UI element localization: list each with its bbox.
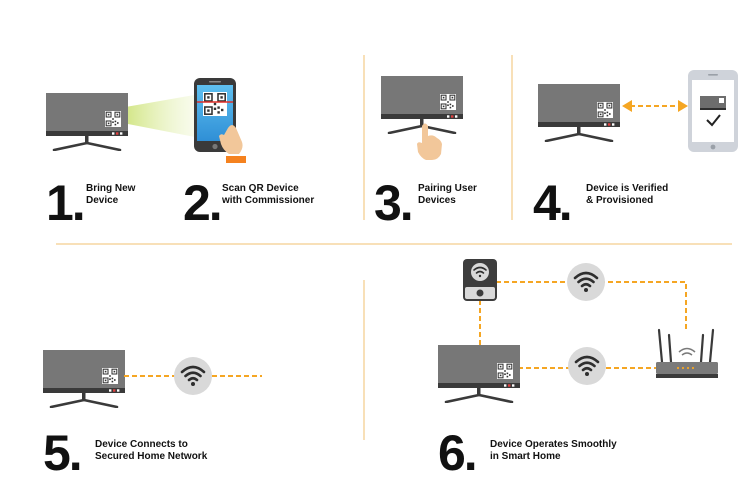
step-6-illustration — [438, 259, 718, 402]
step-4-label: Device is Verified & Provisioned — [586, 183, 668, 207]
step-5-label: Device Connects to Secured Home Network — [95, 439, 207, 463]
step-3-number: 3. — [374, 175, 414, 231]
step-2-label-line-2: with Commissioner — [222, 195, 315, 206]
step-5-label-line-2: Secured Home Network — [95, 451, 208, 462]
monitor-icon — [438, 345, 520, 402]
step-3-illustration — [381, 76, 463, 160]
step-1-label-line-1: Bring New — [86, 183, 136, 194]
double-arrow — [622, 100, 688, 112]
wifi-icon — [566, 262, 606, 302]
step-6-label-line-1: Device Operates Smoothly — [490, 439, 617, 450]
checkmark-icon — [706, 114, 721, 127]
security-camera-icon — [463, 259, 497, 301]
step-2-number: 2. — [183, 175, 223, 231]
step-6-number: 6. — [438, 425, 478, 481]
step-4-illustration — [538, 70, 738, 152]
step-2-label-line-1: Scan QR Device — [222, 183, 299, 194]
step-6-label-line-2: in Smart Home — [490, 451, 561, 462]
step-2-label: Scan QR Device with Commissioner — [222, 183, 314, 207]
wifi-icon — [567, 346, 607, 386]
step-3-label: Pairing User Devices — [418, 183, 477, 207]
qr-code-icon — [203, 92, 227, 116]
wifi-icon — [173, 356, 213, 396]
step-5-illustration — [43, 350, 262, 407]
step-4-number: 4. — [533, 175, 573, 231]
hand-icon — [219, 125, 246, 163]
monitor-icon — [46, 93, 128, 150]
step-3-label-line-2: Devices — [418, 195, 456, 206]
step-4-label-line-1: Device is Verified — [586, 183, 669, 194]
monitor-icon — [43, 350, 125, 407]
hand-icon — [417, 123, 442, 160]
step-2-illustration — [194, 78, 246, 163]
dividers — [56, 55, 732, 440]
step-1-illustration — [46, 93, 200, 150]
step-6-label: Device Operates Smoothly in Smart Home — [490, 439, 617, 463]
monitor-icon — [538, 84, 620, 141]
step-1-number: 1. — [46, 175, 86, 231]
step-1-label: Bring New Device — [86, 183, 135, 207]
router-icon — [656, 328, 718, 378]
step-1-label-line-2: Device — [86, 195, 119, 206]
monitor-icon — [381, 76, 463, 133]
step-4-label-line-2: & Provisioned — [586, 195, 654, 206]
smartphone-icon — [688, 70, 738, 152]
step-5-label-line-1: Device Connects to — [95, 439, 188, 450]
step-3-label-line-1: Pairing User — [418, 183, 477, 194]
step-5-number: 5. — [43, 425, 83, 481]
scan-beam — [120, 94, 200, 138]
